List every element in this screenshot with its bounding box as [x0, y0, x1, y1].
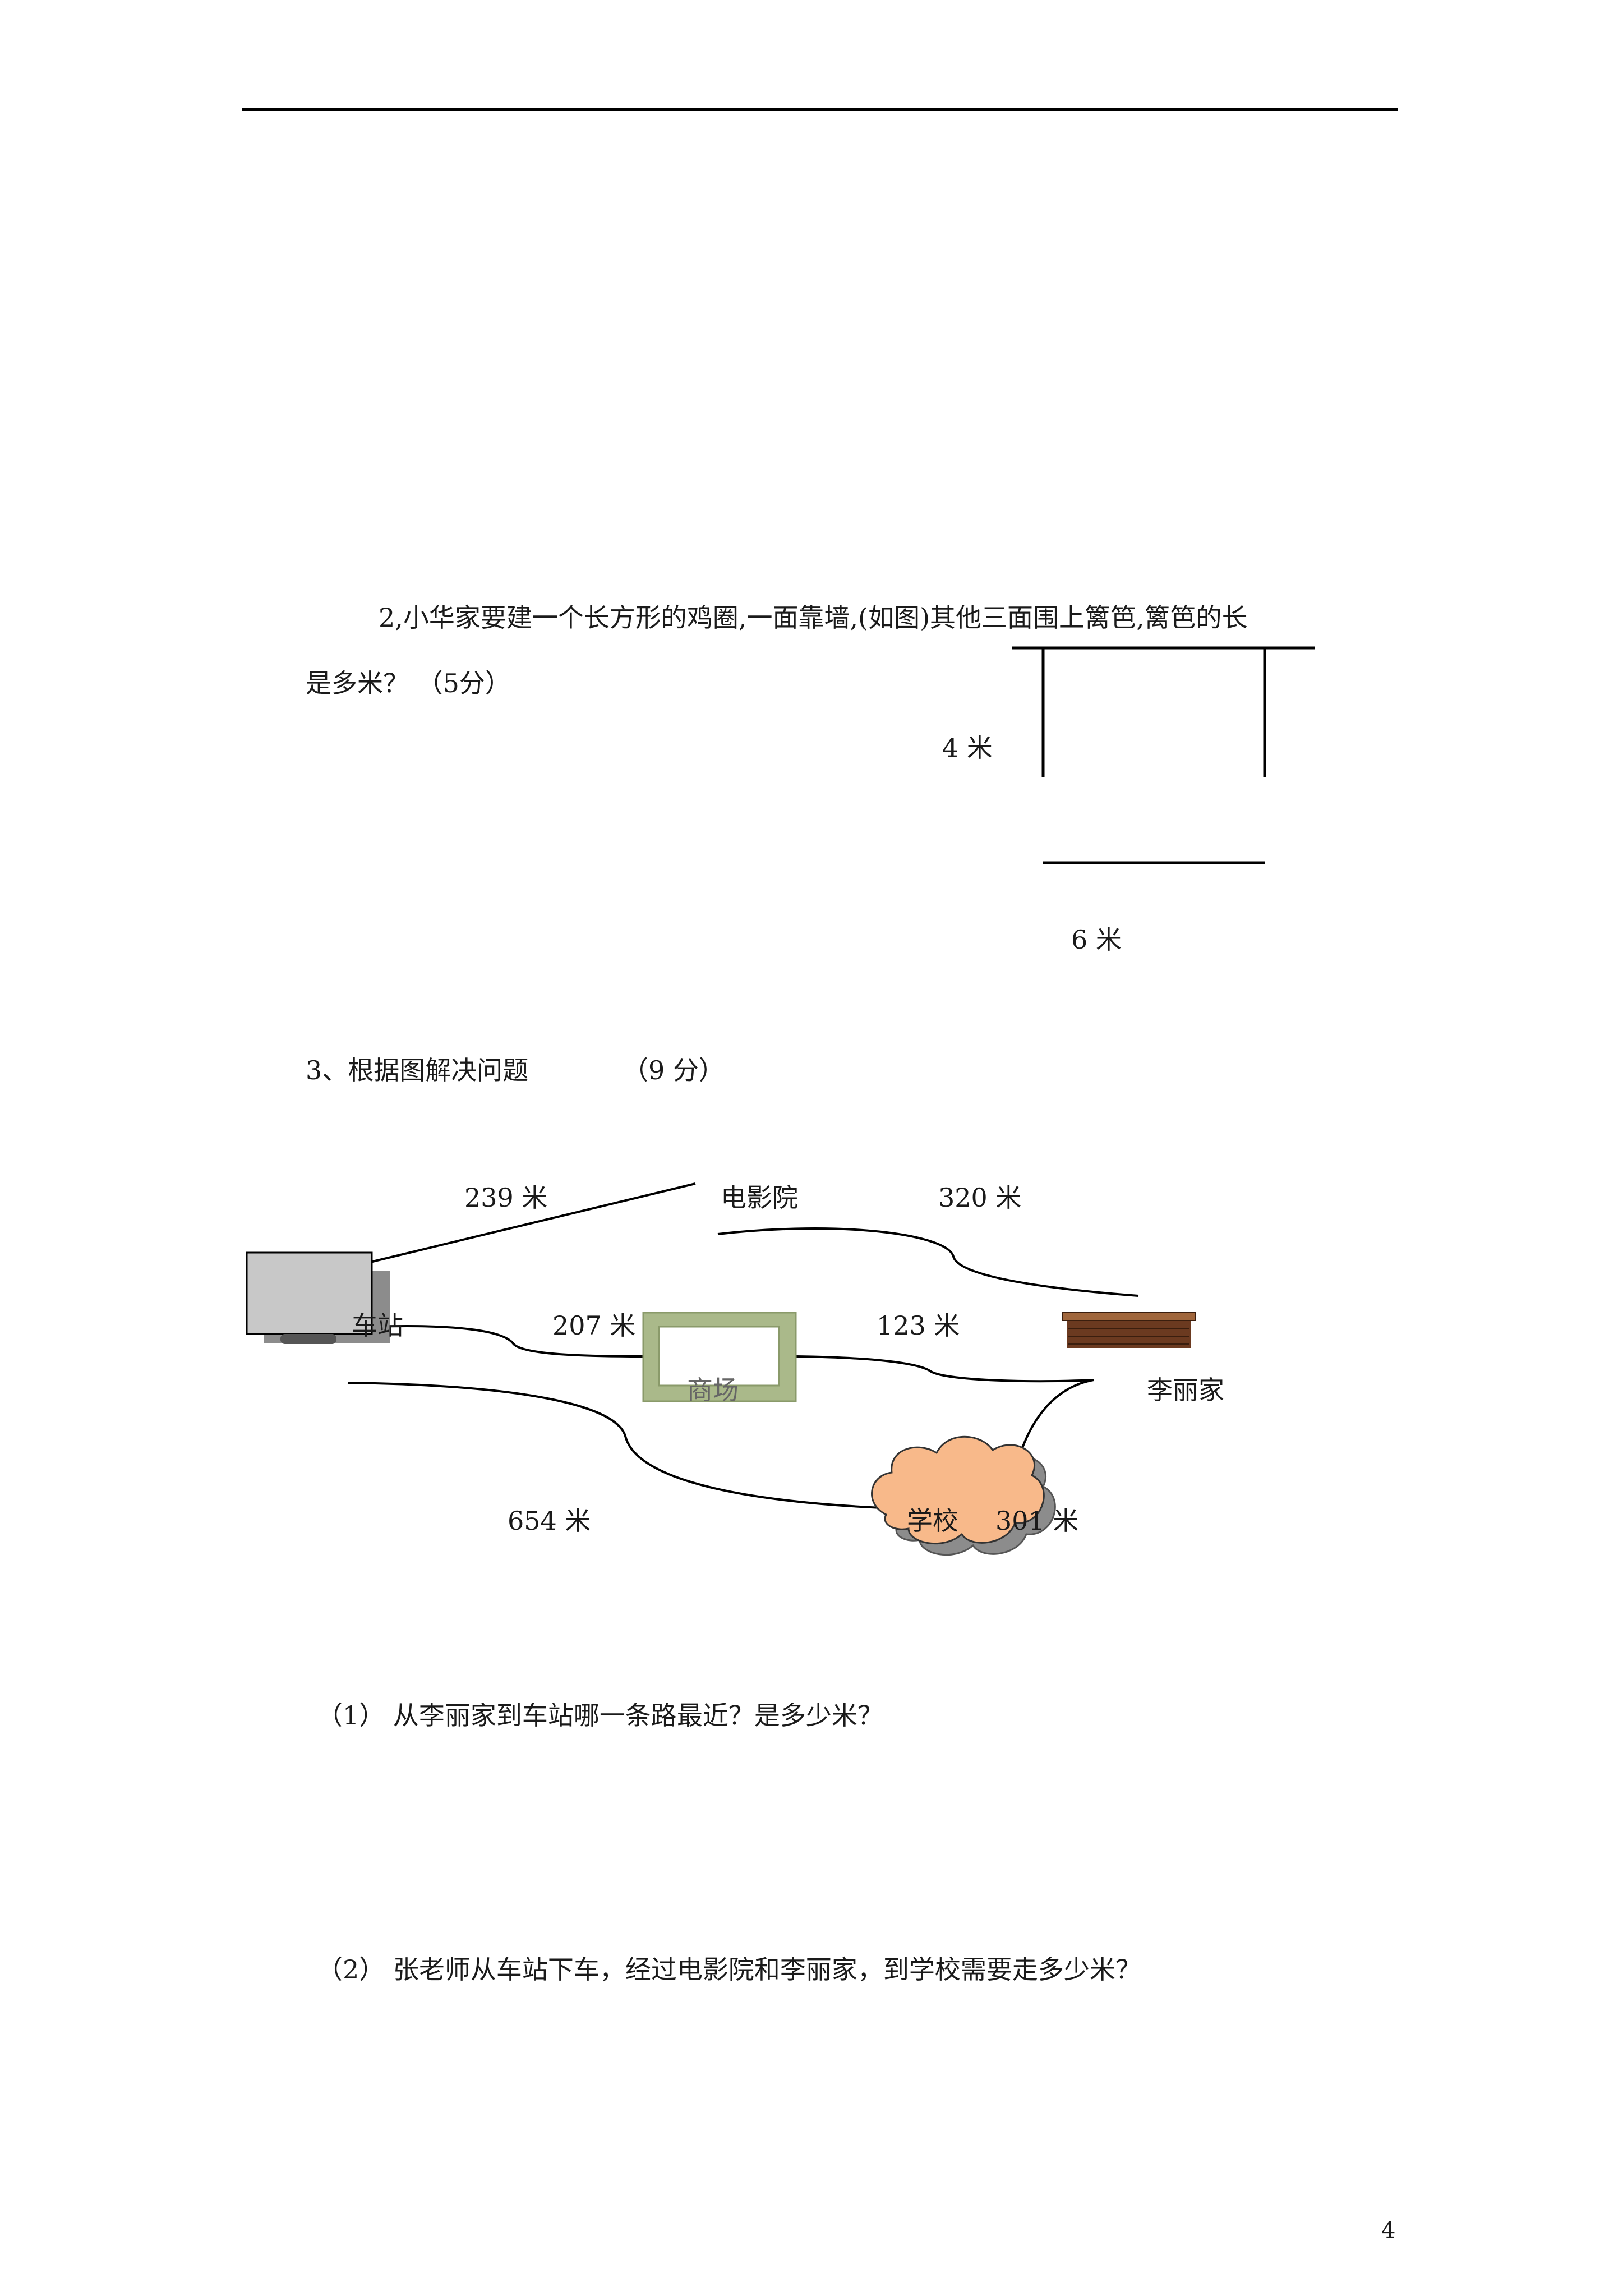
label-distance-station-cinema: 239 米	[464, 1182, 548, 1213]
label-school: 学校	[907, 1506, 958, 1536]
label-station: 车站	[352, 1310, 403, 1341]
school-cloud-icon	[871, 1435, 1056, 1556]
q3-title: 3、根据图解决问题	[306, 1055, 529, 1085]
q3-sub1: （1） 从李丽家到车站哪一条路最近？是多少米？	[317, 1700, 883, 1731]
pen-bottom-label: 6 米	[1071, 924, 1122, 955]
pen-side-label: 4 米	[942, 733, 993, 763]
label-distance-school-lili: 301 米	[995, 1506, 1079, 1536]
lili-home-icon	[1062, 1312, 1196, 1348]
label-distance-station-school: 654 米	[508, 1506, 591, 1536]
route-station-mall	[372, 1325, 645, 1358]
mall-icon	[642, 1312, 797, 1402]
station-icon	[246, 1251, 390, 1344]
page-number: 4	[1381, 2217, 1396, 2243]
label-distance-mall-lili: 123 米	[877, 1310, 960, 1341]
label-cinema: 电影院	[721, 1182, 798, 1213]
label-lili-home: 李丽家	[1147, 1375, 1224, 1405]
route-station-school	[347, 1382, 909, 1510]
header-rule	[242, 108, 1398, 111]
map-routes	[347, 1182, 1139, 1510]
route-station-cinema	[370, 1182, 696, 1263]
q2-text-line1: 2,小华家要建一个长方形的鸡圈,一面靠墙,(如图)其他三面围上篱笆,篱笆的长	[379, 602, 1248, 633]
label-distance-cinema-lili: 320 米	[938, 1182, 1022, 1213]
route-mall-lili	[796, 1355, 1094, 1383]
label-distance-station-mall: 207 米	[552, 1310, 636, 1341]
q3-points: （9 分）	[623, 1055, 725, 1085]
label-mall: 商场	[687, 1375, 739, 1405]
q3-sub2: （2） 张老师从车站下车，经过电影院和李丽家，到学校需要走多少米？	[317, 1954, 1141, 1985]
pen-figure	[1012, 646, 1315, 864]
route-cinema-lili	[717, 1227, 1139, 1297]
q2-text-line2: 是多米？ （5分）	[306, 668, 511, 698]
